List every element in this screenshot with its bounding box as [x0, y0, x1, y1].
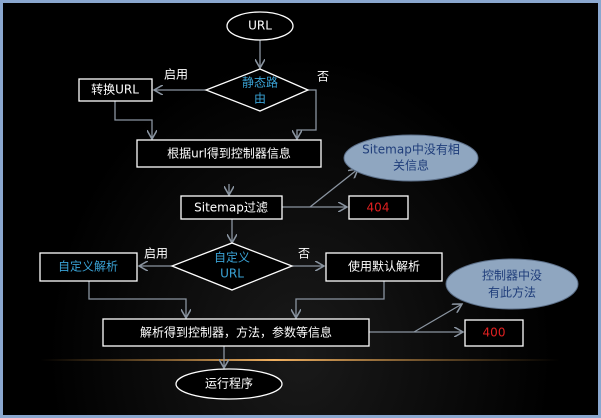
- decision-label: 自定义: [214, 250, 250, 265]
- branch-label-no: 否: [317, 70, 329, 84]
- error-400-node: 400: [464, 319, 524, 347]
- node-label: 运行程序: [205, 376, 253, 391]
- branch-label-no: 否: [298, 247, 310, 261]
- convert-url-node: 转换URL: [78, 78, 153, 102]
- node-label: Sitemap过滤: [194, 201, 268, 215]
- custom-url-decision: 自定义 URL: [170, 242, 294, 291]
- start-node: URL: [226, 11, 294, 41]
- error-404-node: 404: [348, 195, 409, 220]
- bubble-label: 关信息: [393, 158, 429, 173]
- method-missing-bubble: 控制器中没 有此方法: [445, 258, 579, 310]
- node-label: 使用默认解析: [348, 259, 420, 274]
- node-label: 根据url得到控制器信息: [167, 146, 291, 161]
- bubble-label: 有此方法: [488, 285, 536, 300]
- branch-label-enable: 启用: [144, 247, 168, 261]
- branch-label-enable: 启用: [164, 68, 188, 82]
- glow-line: [40, 359, 560, 361]
- bubble-label: 控制器中没: [482, 268, 542, 283]
- decision-label: 由: [254, 92, 266, 106]
- decision-label: 静态路: [242, 75, 278, 90]
- custom-parse-node: 自定义解析: [39, 252, 138, 282]
- node-label: 解析得到控制器，方法，参数等信息: [140, 325, 332, 340]
- get-controller-node: 根据url得到控制器信息: [136, 139, 322, 168]
- sitemap-missing-bubble: Sitemap中没有相 关信息: [343, 134, 479, 182]
- default-parse-node: 使用默认解析: [325, 252, 443, 282]
- run-program-node: 运行程序: [175, 368, 283, 400]
- connectors: [88, 40, 463, 368]
- start-label: URL: [248, 19, 272, 33]
- static-route-decision: 静态路 由: [204, 68, 310, 112]
- error-code: 400: [483, 326, 506, 340]
- node-label: 自定义解析: [58, 259, 118, 274]
- parse-info-node: 解析得到控制器，方法，参数等信息: [102, 318, 370, 347]
- node-label: 转换URL: [91, 82, 139, 97]
- decision-label: URL: [220, 267, 244, 281]
- bubble-label: Sitemap中没有相: [362, 142, 460, 157]
- error-code: 404: [367, 201, 390, 215]
- sitemap-filter-node: Sitemap过滤: [180, 195, 283, 220]
